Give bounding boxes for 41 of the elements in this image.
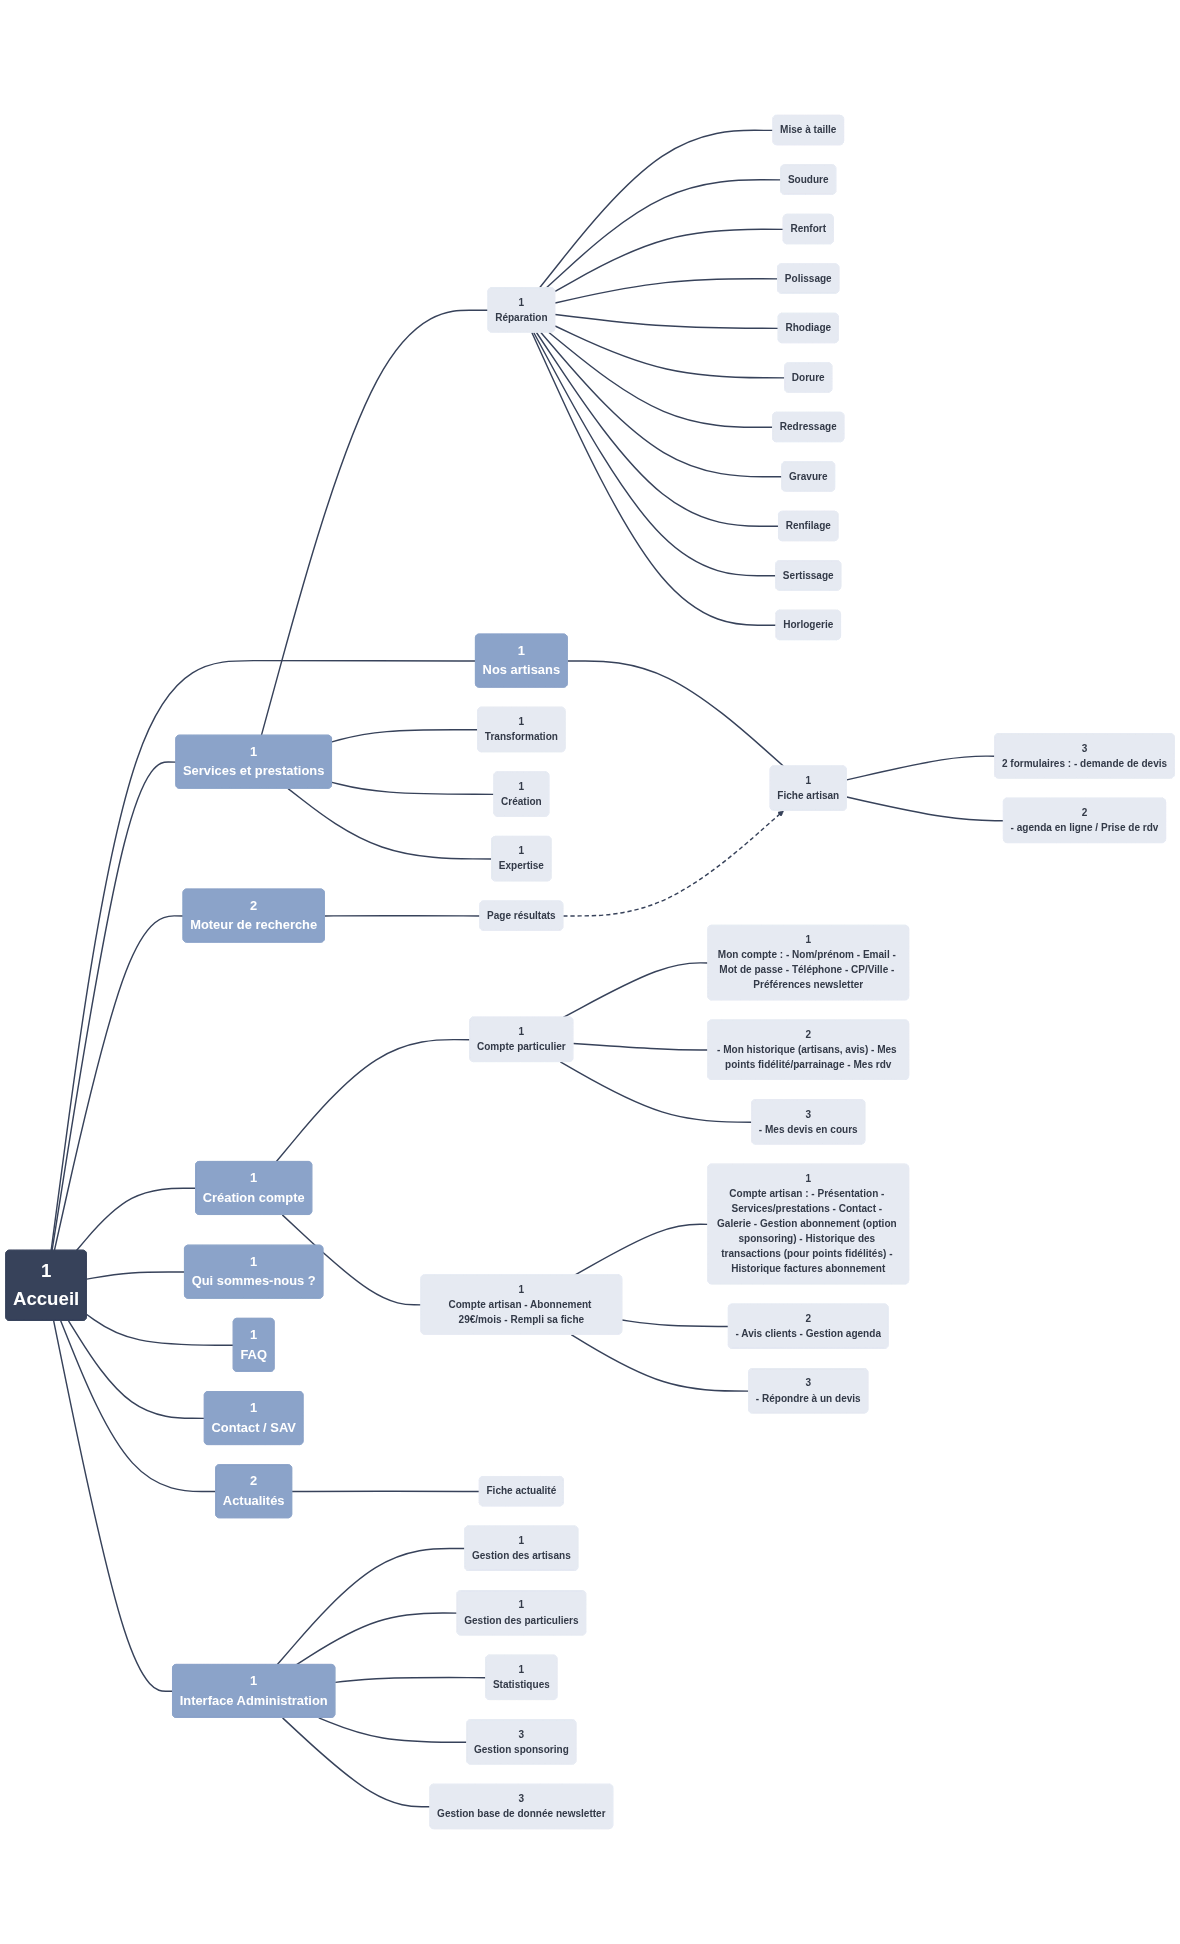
connector xyxy=(562,962,709,1019)
connector xyxy=(52,1320,174,1693)
connector xyxy=(331,729,479,743)
connector xyxy=(67,1320,206,1420)
connector xyxy=(846,755,996,781)
connector xyxy=(75,1187,197,1252)
connector xyxy=(535,331,780,528)
connector xyxy=(331,781,495,796)
connector xyxy=(559,1061,753,1123)
connector xyxy=(572,1042,709,1051)
connector xyxy=(50,659,477,1252)
connector xyxy=(846,796,1005,822)
connector xyxy=(53,915,185,1252)
connector xyxy=(548,331,774,429)
connector xyxy=(545,179,782,289)
connector xyxy=(570,1333,750,1392)
connector xyxy=(540,331,783,478)
connector xyxy=(86,1271,186,1280)
connector xyxy=(318,1717,468,1743)
connector xyxy=(281,1214,422,1306)
connector xyxy=(566,660,785,767)
connector xyxy=(554,325,786,379)
connector xyxy=(287,787,493,860)
connector xyxy=(51,761,177,1252)
connector xyxy=(574,1223,709,1276)
connector xyxy=(531,331,778,626)
connector xyxy=(59,1320,217,1493)
connector xyxy=(281,1717,431,1808)
connector xyxy=(291,1490,481,1493)
connector xyxy=(275,1038,471,1163)
connector xyxy=(554,313,780,330)
connector xyxy=(324,915,481,917)
connector xyxy=(554,278,779,304)
connector xyxy=(276,1547,466,1666)
connector xyxy=(538,129,774,289)
connector xyxy=(533,331,777,577)
connector xyxy=(86,1313,235,1346)
connector xyxy=(621,1319,730,1328)
connector xyxy=(554,228,785,293)
arrow xyxy=(562,810,784,917)
connector xyxy=(334,1676,487,1684)
